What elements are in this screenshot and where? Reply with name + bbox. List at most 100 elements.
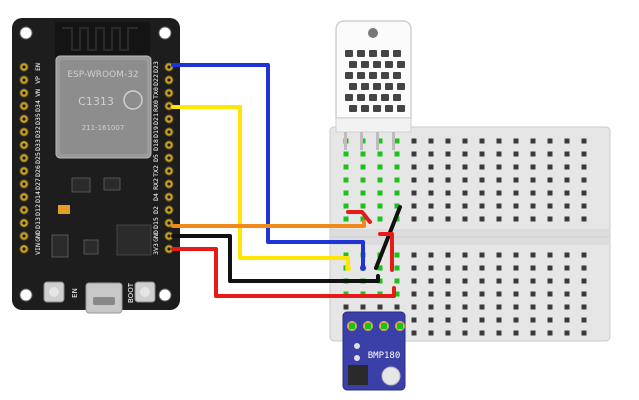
breadboard-hole [530,330,536,336]
breadboard-hole [496,138,502,144]
breadboard-hole [581,252,587,258]
breadboard-hole [479,138,485,144]
breadboard-hole [581,278,587,284]
tantalum-capacitor [58,205,70,214]
breadboard-hole [462,151,468,157]
breadboard-hole [377,304,383,310]
wire-black-gnd [171,234,380,283]
pin-label-left: D32 [34,126,42,138]
breadboard-hole [581,317,587,323]
dht22-vent [345,94,353,101]
breadboard-hole [394,203,400,209]
dht22-vent [357,94,365,101]
dht22-vent [345,50,353,57]
breadboard-hole [445,151,451,157]
dht22-vent [393,94,401,101]
dht22-vent [381,72,389,79]
breadboard-hole [513,151,519,157]
breadboard-hole [394,304,400,310]
breadboard-hole [394,138,400,144]
breadboard-hole [564,164,570,170]
breadboard-hole [462,304,468,310]
pin-label-right: D22 [152,74,160,86]
dht22-vent [369,50,377,57]
breadboard-hole [513,190,519,196]
breadboard-hole [411,317,417,323]
breadboard-hole [564,177,570,183]
breadboard-hole [496,203,502,209]
dht22-vent [357,72,365,79]
breadboard-hole [360,304,366,310]
breadboard-holes [343,138,587,336]
breadboard-hole [445,317,451,323]
breadboard-hole [428,278,434,284]
dht22-vent [369,72,377,79]
dht22-base [335,117,412,133]
left-header-pins [19,62,29,254]
breadboard-hole [394,265,400,271]
breadboard-hole [445,291,451,297]
dht22-vent [381,94,389,101]
breadboard-hole [343,304,349,310]
breadboard-hole [411,177,417,183]
breadboard-hole [445,190,451,196]
breadboard-hole [530,203,536,209]
breadboard-hole [564,138,570,144]
breadboard-hole [394,151,400,157]
breadboard-hole [513,203,519,209]
pin-label-left: VIN [34,243,42,255]
breadboard-hole [462,164,468,170]
wire-endpoints [345,265,366,271]
breadboard-hole [377,203,383,209]
breadboard-hole [513,216,519,222]
pin-label-left: D34 [34,100,42,112]
dht22-vent [397,61,405,68]
breadboard-hole [479,190,485,196]
module-name-label: ESP-WROOM-32 [67,70,138,80]
pin-label-right: D23 [152,61,160,73]
dht22-vent [373,61,381,68]
breadboard-hole [462,317,468,323]
pin-label-left: D13 [34,217,42,229]
breadboard-hole [513,304,519,310]
breadboard-hole [581,330,587,336]
breadboard-hole [513,278,519,284]
breadboard-hole [377,177,383,183]
breadboard-hole [394,278,400,284]
dht22-vent [397,105,405,112]
breadboard-hole [411,291,417,297]
breadboard-hole [496,278,502,284]
jumper-black-cross [374,205,402,270]
bmp180-sensor-chip [348,365,368,385]
breadboard-hole [411,278,417,284]
breadboard-hole [428,138,434,144]
breadboard-hole [547,330,553,336]
breadboard-hole [581,216,587,222]
breadboard-hole [564,317,570,323]
breadboard-hole [564,330,570,336]
breadboard-hole [496,304,502,310]
breadboard-hole [360,164,366,170]
breadboard-hole [496,291,502,297]
dht22-vent [393,50,401,57]
bmp180-module: BMP180 [342,311,406,391]
pin-label-right: TX2 [152,165,160,177]
pin-label-right: RX0 [152,100,160,112]
breadboard-hole [462,252,468,258]
breadboard-hole [343,177,349,183]
breadboard-hole [462,138,468,144]
breadboard-hole [411,203,417,209]
breadboard-hole [547,151,553,157]
breadboard-hole [479,291,485,297]
breadboard-hole [581,138,587,144]
bmp180-mount-hole [381,366,401,386]
breadboard-hole [462,203,468,209]
breadboard-hole [479,177,485,183]
breadboard-hole [479,317,485,323]
breadboard-hole [564,216,570,222]
breadboard-hole [547,203,553,209]
pin-label-right: D4 [152,193,160,201]
breadboard-hole [360,190,366,196]
breadboard-hole [411,252,417,258]
